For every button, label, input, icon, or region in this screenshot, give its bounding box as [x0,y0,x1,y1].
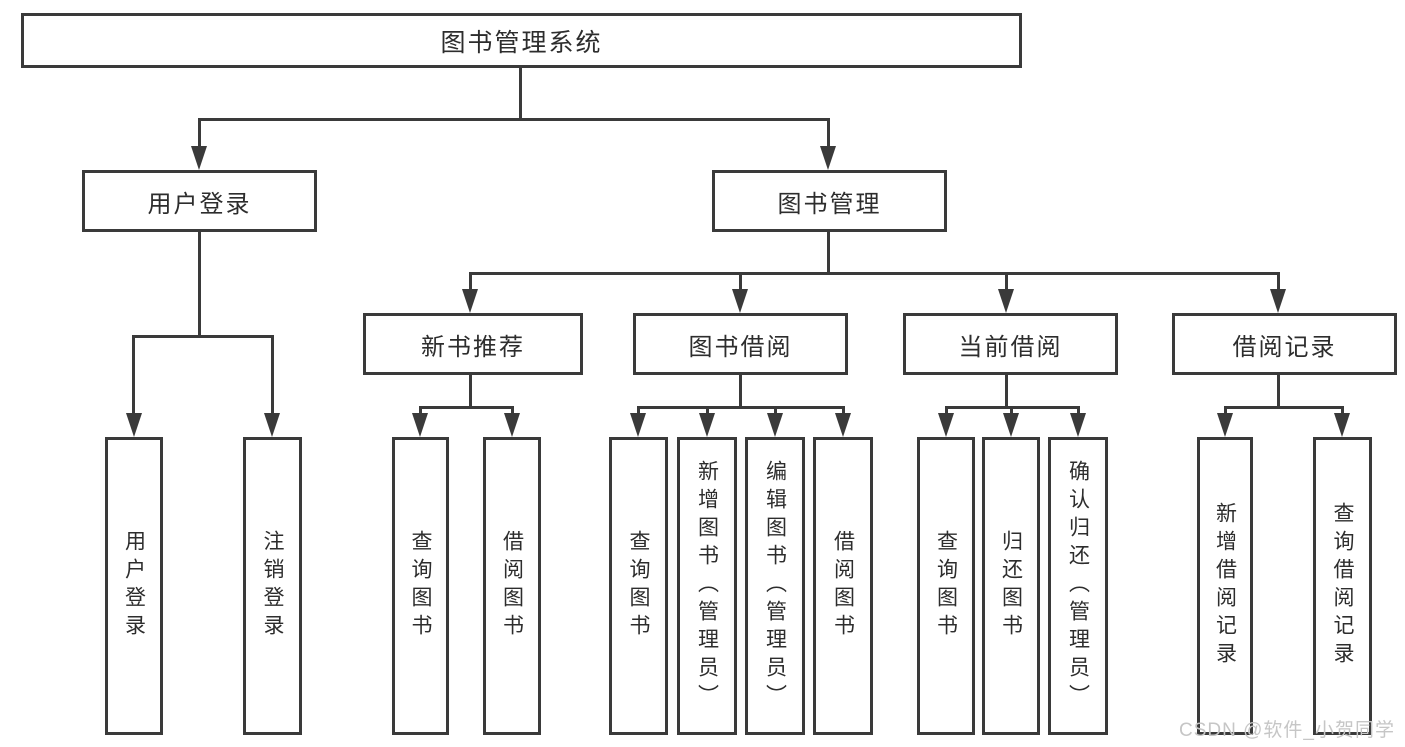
arrowhead [938,413,954,437]
leaf-current-return-books: 归还图书 [982,437,1040,735]
connector [519,67,522,118]
leaf-borrow-edit-books-admin: 编辑图书（管理员） [745,437,805,735]
connector [271,335,274,417]
connector [827,232,830,275]
leaf-records-query-record: 查询借阅记录 [1313,437,1372,735]
connector [469,272,1280,275]
arrowhead [1334,413,1350,437]
leaf-borrow-query-books: 查询图书 [609,437,668,735]
leaf-current-query-books: 查询图书 [917,437,975,735]
connector [1077,406,1080,419]
connector [419,406,514,409]
connector [1277,375,1280,409]
arrowhead [1217,413,1233,437]
arrowhead [699,413,715,437]
arrowhead [264,413,280,437]
node-user-login: 用户登录 [82,170,317,232]
arrowhead [1003,413,1019,437]
connector [1005,375,1008,409]
connector [637,406,845,409]
connector [1224,406,1344,409]
node-book-management: 图书管理 [712,170,947,232]
leaf-borrow-add-books-admin: 新增图书（管理员） [677,437,737,735]
connector [198,232,201,338]
connector [511,406,514,419]
connector [945,406,948,419]
connector [739,375,742,409]
connector [198,118,830,121]
node-library-management-system: 图书管理系统 [21,13,1022,68]
connector [1010,406,1013,419]
arrowhead [412,413,428,437]
connector [469,375,472,409]
connector [198,118,201,150]
connector [842,406,845,419]
connector [637,406,640,419]
arrowhead [820,146,836,170]
node-new-book-recommend: 新书推荐 [363,313,583,375]
arrowhead [126,413,142,437]
node-book-borrow: 图书借阅 [633,313,848,375]
connector [1224,406,1227,419]
connector [132,335,274,338]
connector [1277,272,1280,293]
arrowhead [504,413,520,437]
leaf-user-login: 用户登录 [105,437,163,735]
leaf-logout: 注销登录 [243,437,302,735]
arrowhead [191,146,207,170]
arrowhead [767,413,783,437]
node-current-borrow: 当前借阅 [903,313,1118,375]
arrowhead [998,289,1014,313]
leaf-newbooks-query-books: 查询图书 [392,437,449,735]
connector [774,406,777,419]
leaf-newbooks-borrow-books: 借阅图书 [483,437,541,735]
arrowhead [1270,289,1286,313]
connector [469,272,472,293]
csdn-watermark: CSDN @软件_小贺同学 [1179,720,1395,741]
leaf-borrow-borrow-books: 借阅图书 [813,437,873,735]
arrowhead [462,289,478,313]
arrowhead [732,289,748,313]
leaf-current-confirm-return-admin: 确认归还（管理员） [1048,437,1108,735]
connector [827,118,830,150]
connector [132,335,135,417]
connector [706,406,709,419]
connector [1341,406,1344,419]
connector [1005,272,1008,293]
arrowhead [835,413,851,437]
connector [739,272,742,293]
connector [419,406,422,419]
arrowhead [1070,413,1086,437]
leaf-records-add-record: 新增借阅记录 [1197,437,1253,735]
node-borrow-records: 借阅记录 [1172,313,1397,375]
arrowhead [630,413,646,437]
